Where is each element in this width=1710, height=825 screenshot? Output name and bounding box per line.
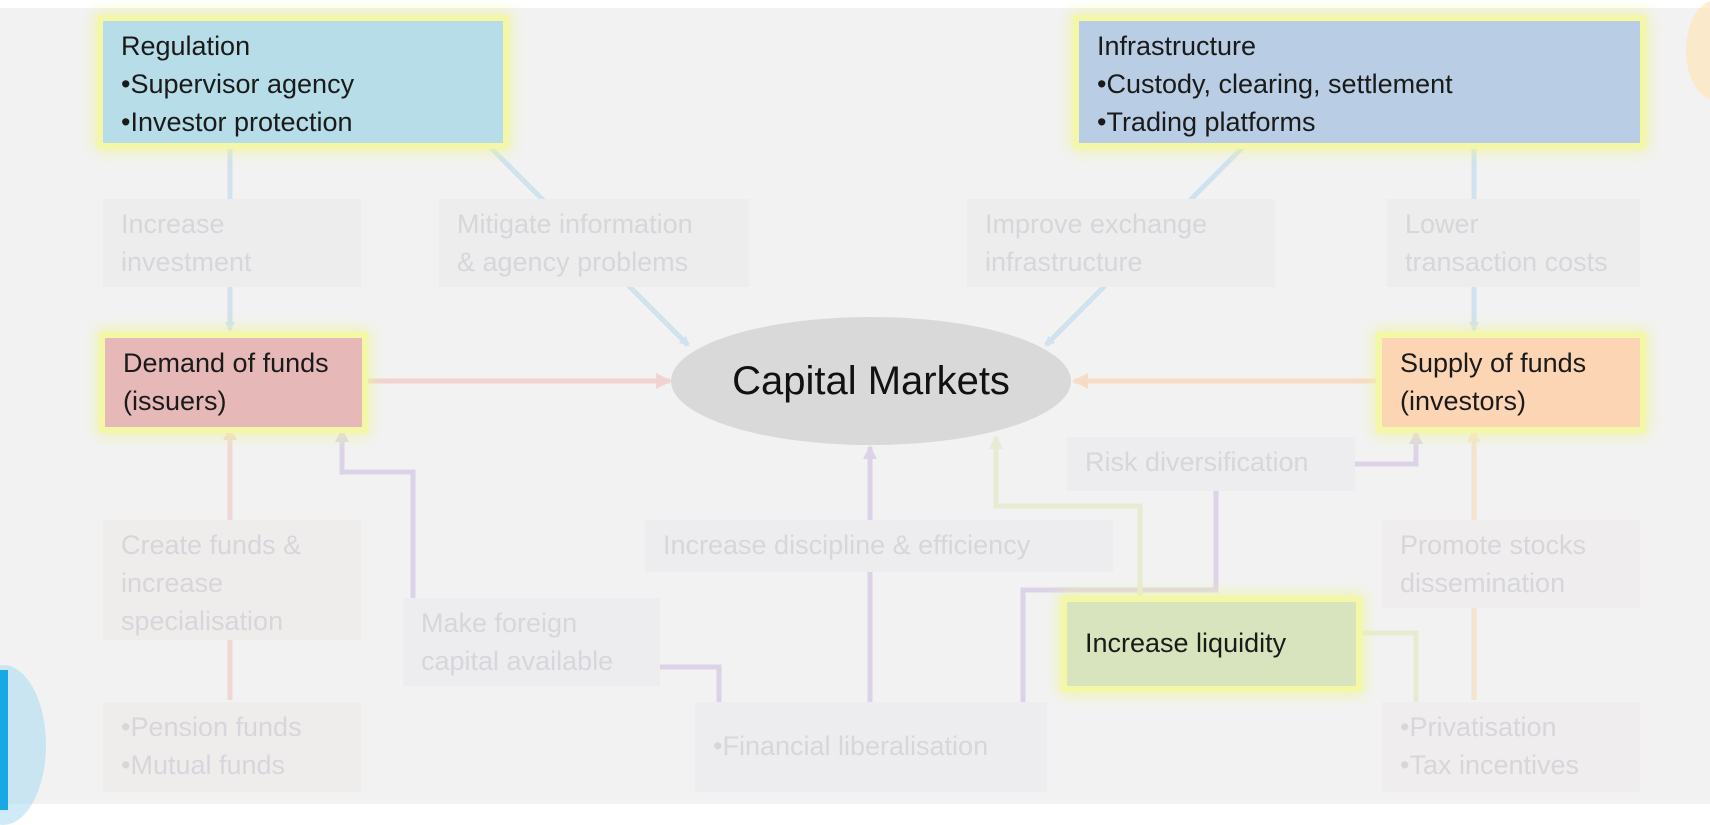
increase-discipline-text: Increase discipline & efficiency — [663, 530, 1031, 560]
increase-liquidity-box: Increase liquidity — [1067, 602, 1356, 686]
regulation-title: Regulation — [121, 31, 251, 61]
increase-investment-box: Increase investment — [103, 199, 361, 287]
improve-exchange-text: infrastructure — [985, 247, 1143, 277]
increase-discipline-box: Increase discipline & efficiency — [645, 520, 1113, 572]
financial-liberalisation-box: •Financial liberalisation — [695, 702, 1047, 792]
mutual-funds-text: •Mutual funds — [121, 750, 286, 780]
tax-incentives-text: •Tax incentives — [1400, 750, 1580, 780]
capital-markets-label: Capital Markets — [732, 358, 1010, 403]
top-band — [0, 0, 1710, 8]
supply-of-funds-box: Supply of funds (investors) — [1382, 338, 1640, 427]
supply-text: (investors) — [1400, 386, 1527, 416]
regulation-box: Regulation •Supervisor agency •Investor … — [103, 21, 503, 143]
supply-text: Supply of funds — [1400, 348, 1587, 378]
demand-text: (issuers) — [123, 386, 227, 416]
regulation-item: •Supervisor agency — [121, 69, 355, 99]
improve-exchange-box: Improve exchange infrastructure — [967, 199, 1275, 287]
risk-diversification-text: Risk diversification — [1085, 447, 1309, 477]
lower-transaction-text: transaction costs — [1405, 247, 1608, 277]
privatisation-text: •Privatisation — [1400, 712, 1557, 742]
create-funds-text: specialisation — [121, 606, 284, 636]
demand-text: Demand of funds — [123, 348, 329, 378]
mitigate-information-box: Mitigate information & agency problems — [439, 199, 749, 287]
regulation-item: •Investor protection — [121, 107, 353, 137]
privatisation-box: •Privatisation •Tax incentives — [1382, 702, 1640, 792]
increase-liquidity-text: Increase liquidity — [1085, 628, 1287, 658]
capital-markets-ellipse: Capital Markets — [671, 317, 1071, 445]
risk-diversification-box: Risk diversification — [1067, 437, 1355, 491]
create-funds-text: increase — [121, 568, 224, 598]
infrastructure-title: Infrastructure — [1097, 31, 1257, 61]
increase-investment-text: investment — [121, 247, 252, 277]
create-funds-text: Create funds & — [121, 530, 302, 560]
infrastructure-box: Infrastructure •Custody, clearing, settl… — [1079, 21, 1640, 143]
mitigate-information-text: & agency problems — [457, 247, 689, 277]
pension-funds-box: •Pension funds •Mutual funds — [103, 702, 361, 792]
increase-investment-text: Increase — [121, 209, 225, 239]
decorative-bar-left — [0, 670, 8, 810]
make-foreign-text: Make foreign — [421, 608, 578, 638]
make-foreign-capital-box: Make foreign capital available — [403, 598, 660, 686]
financial-liberalisation-text: •Financial liberalisation — [713, 731, 989, 761]
promote-stocks-text: dissemination — [1400, 568, 1566, 598]
create-funds-box: Create funds & increase specialisation — [103, 520, 361, 640]
make-foreign-text: capital available — [421, 646, 614, 676]
infrastructure-item: •Custody, clearing, settlement — [1097, 69, 1453, 99]
improve-exchange-text: Improve exchange — [985, 209, 1208, 239]
lower-transaction-box: Lower transaction costs — [1387, 199, 1640, 287]
pension-funds-text: •Pension funds — [121, 712, 302, 742]
promote-stocks-text: Promote stocks — [1400, 530, 1587, 560]
demand-of-funds-box: Demand of funds (issuers) — [105, 338, 362, 427]
lower-transaction-text: Lower — [1405, 209, 1479, 239]
infrastructure-item: •Trading platforms — [1097, 107, 1316, 137]
promote-stocks-box: Promote stocks dissemination — [1382, 520, 1640, 608]
mitigate-information-text: Mitigate information — [457, 209, 693, 239]
